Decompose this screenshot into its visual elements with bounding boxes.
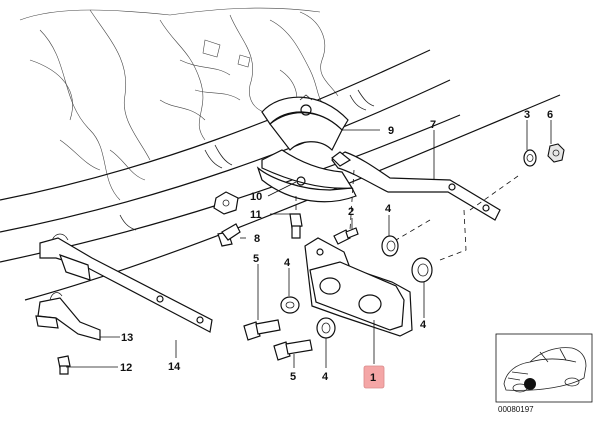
nut-6 (547, 143, 565, 163)
bolts-5 (243, 319, 313, 361)
callout-10: 10 (250, 191, 262, 203)
callout-4: 4 (284, 257, 291, 269)
callout-14: 14 (168, 361, 181, 373)
callout-4: 4 (420, 319, 427, 331)
washer-3 (523, 149, 537, 167)
callout-2: 2 (348, 206, 354, 218)
strap-7 (331, 151, 501, 221)
bolt-8 (217, 223, 241, 247)
clamp-upper-9 (261, 94, 349, 152)
bolt-12 (57, 355, 71, 375)
washers-4 (280, 235, 433, 339)
highlight-box (363, 365, 385, 389)
bracket-14 (39, 233, 213, 333)
callout-7: 7 (430, 119, 436, 131)
small-bracket (213, 191, 239, 215)
location-marker (524, 378, 536, 390)
main-bracket-1 (304, 237, 413, 337)
callout-4: 4 (385, 203, 392, 215)
callout-13: 13 (121, 332, 133, 344)
assembly-guide-lines (295, 169, 519, 261)
bracket-13 (35, 292, 101, 341)
callout-1: 1 (370, 372, 376, 384)
reference-code: 00080197 (498, 405, 534, 414)
bolt-2 (333, 227, 359, 245)
callout-labels: 1 2 3 4 4 4 4 4 5 5 6 7 8 9 10 11 12 13 … (120, 109, 553, 384)
callout-4: 4 (322, 371, 329, 383)
callout-11: 11 (250, 209, 262, 221)
callout-3: 3 (524, 109, 530, 121)
callout-12: 12 (120, 362, 132, 374)
callout-6: 6 (547, 109, 553, 121)
bolt-11 (289, 213, 303, 239)
leader-lines (66, 120, 552, 368)
car-thumbnail (495, 333, 593, 403)
callout-5: 5 (290, 371, 296, 383)
callout-8: 8 (254, 233, 260, 245)
callout-9: 9 (388, 125, 394, 137)
clamp-lower-10 (256, 149, 357, 203)
callout-5: 5 (253, 253, 259, 265)
engine-outline-background (19, 7, 339, 201)
